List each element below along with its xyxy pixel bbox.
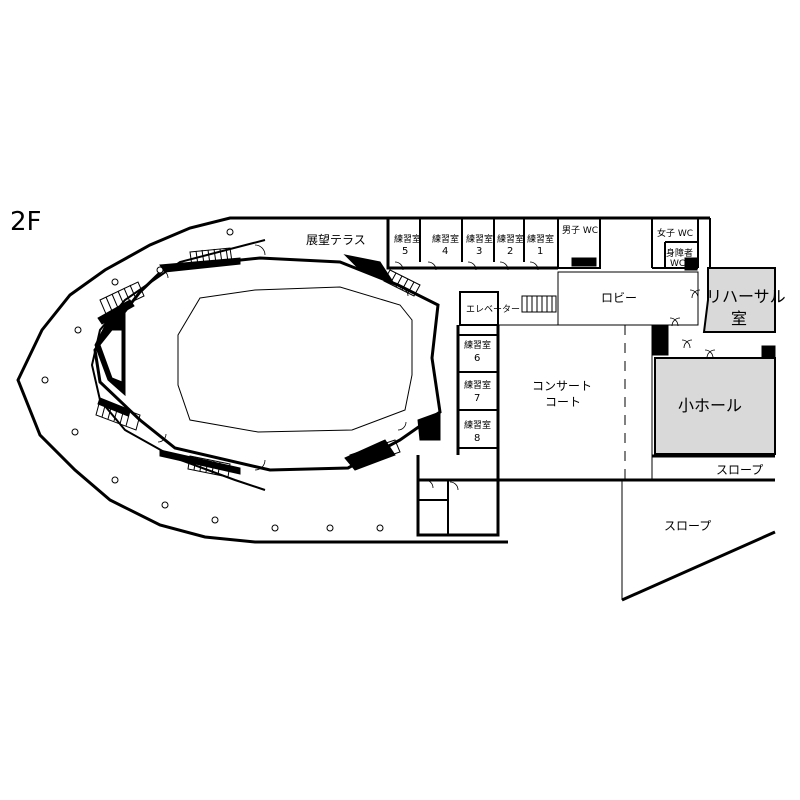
- practice-room-4-label: 練習室: [432, 233, 459, 245]
- practice-room-3-number: 3: [476, 246, 482, 257]
- audience-area: [177, 286, 413, 433]
- practice-room-4: 練習室 4: [432, 233, 459, 257]
- rehearsal-room-label-2: 室: [731, 309, 747, 328]
- concert-court-label-1: コンサート: [532, 379, 592, 393]
- slope-upper-label: スロープ: [716, 463, 763, 477]
- practice-rooms-top: [386, 218, 559, 271]
- floor-label: 2F: [10, 207, 42, 237]
- practice-room-5: 練習室 5: [394, 233, 421, 257]
- slope-lower-label: スロープ: [664, 519, 711, 533]
- lobby-label: ロビー: [601, 291, 637, 305]
- practice-room-8: 練習室 8: [464, 419, 491, 444]
- rehearsal-room-label-1: リハーサル: [706, 287, 786, 306]
- concert-court: コンサート コート: [497, 324, 653, 481]
- practice-room-2: 練習室 2: [497, 233, 524, 257]
- stairs-bottom-left: [187, 455, 231, 478]
- stairs-left-upper: [99, 281, 145, 315]
- practice-room-6-number: 6: [474, 353, 480, 364]
- elevator: エレベーター: [459, 291, 520, 326]
- small-hall: 小ホール: [651, 324, 776, 458]
- block-left-bottom: [159, 449, 241, 475]
- accessible-wc-label-1: 身障者: [666, 247, 693, 259]
- stage-left-inner: [99, 329, 123, 383]
- practice-room-7: 練習室 7: [464, 379, 491, 404]
- practice-room-6: 練習室 6: [464, 339, 491, 364]
- terrace-outer-wall: [16, 216, 508, 544]
- east-wall: [652, 218, 711, 269]
- practice-room-3-label: 練習室: [466, 233, 493, 245]
- service-rooms: [416, 455, 500, 537]
- block-top-right: [343, 254, 397, 287]
- lobby: ロビー: [557, 271, 701, 349]
- men-wc-label: 男子 WC: [562, 225, 598, 236]
- women-wc: 女子 WC 身障者 WC: [651, 218, 699, 271]
- block-right-mid: [417, 411, 441, 441]
- stairs-top-right: [383, 269, 421, 297]
- block-bottom-right: [344, 439, 396, 471]
- practice-room-2-label: 練習室: [497, 233, 524, 245]
- practice-room-8-number: 8: [474, 433, 480, 444]
- practice-room-7-number: 7: [474, 393, 480, 404]
- elevator-label: エレベーター: [466, 304, 520, 315]
- block-left-upper: [97, 299, 135, 325]
- slope-lower: スロープ: [621, 480, 776, 602]
- women-wc-label: 女子 WC: [657, 227, 693, 239]
- stairs-bottom-right: [349, 439, 401, 468]
- slope-upper: スロープ: [498, 463, 775, 482]
- practice-room-7-label: 練習室: [464, 379, 491, 391]
- practice-room-1-label: 練習室: [527, 233, 554, 245]
- practice-room-4-number: 4: [442, 246, 448, 257]
- rehearsal-room: リハーサル 室: [702, 267, 786, 333]
- concert-court-label-2: コート: [545, 395, 581, 409]
- stairs-top-left: [189, 247, 233, 267]
- accessible-wc-label-2: WC: [670, 259, 685, 269]
- practice-room-5-label: 練習室: [394, 233, 421, 245]
- terrace-label: 展望テラス: [306, 233, 366, 247]
- practice-room-8-label: 練習室: [464, 419, 491, 431]
- main-hall: [16, 216, 710, 544]
- practice-room-2-number: 2: [507, 246, 513, 257]
- practice-room-5-number: 5: [402, 246, 408, 257]
- columns: [41, 228, 384, 532]
- practice-room-1: 練習室 1: [527, 233, 554, 257]
- men-wc: 男子 WC: [557, 218, 601, 269]
- practice-room-6-label: 練習室: [464, 339, 491, 351]
- small-hall-label: 小ホール: [678, 396, 742, 415]
- stairs-left-lower: [95, 399, 141, 431]
- stairs-lobby: [521, 295, 557, 313]
- hall-doors: [157, 244, 409, 471]
- practice-room-1-number: 1: [537, 246, 543, 257]
- practice-room-3: 練習室 3: [466, 233, 493, 257]
